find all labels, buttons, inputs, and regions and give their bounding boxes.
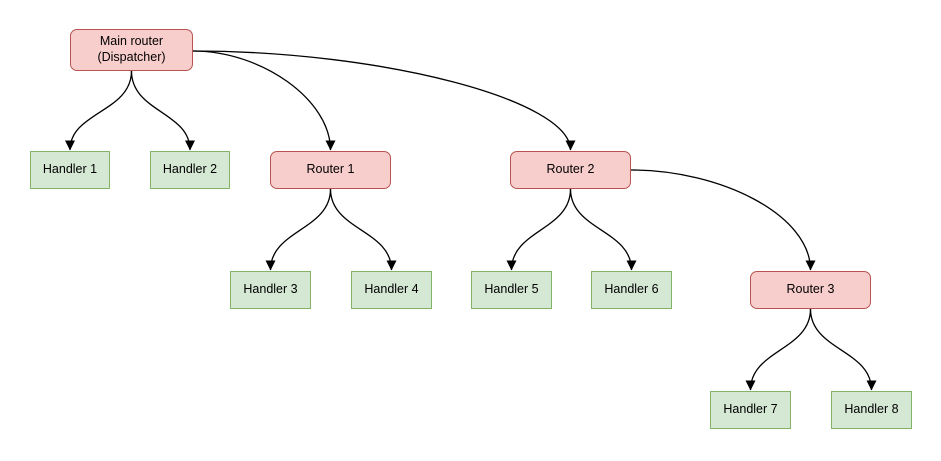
node-handler-2: Handler 2 <box>150 151 230 189</box>
node-handler-5: Handler 5 <box>471 271 552 309</box>
edge-main-router-to-router-1 <box>192 50 336 151</box>
node-handler-6: Handler 6 <box>591 271 672 309</box>
edge-router-2-to-handler-6 <box>569 188 637 271</box>
node-main-router: Main router (Dispatcher) <box>70 29 193 71</box>
node-handler-1: Handler 1 <box>30 151 110 189</box>
node-handler-8: Handler 8 <box>831 391 912 429</box>
edge-router-3-to-handler-7 <box>745 308 812 391</box>
node-router-3: Router 3 <box>750 271 871 309</box>
edge-main-router-to-handler-2 <box>130 70 195 151</box>
node-handler-4: Handler 4 <box>351 271 432 309</box>
edge-router-2-to-router-3 <box>630 169 816 271</box>
node-handler-7: Handler 7 <box>710 391 791 429</box>
node-handler-3: Handler 3 <box>230 271 311 309</box>
node-router-1: Router 1 <box>270 151 391 189</box>
edge-main-router-to-router-2 <box>192 50 576 151</box>
edge-router-2-to-handler-5 <box>506 188 572 271</box>
edge-router-3-to-handler-8 <box>809 308 877 391</box>
edge-main-router-to-handler-1 <box>65 70 133 151</box>
edge-router-1-to-handler-3 <box>265 188 332 271</box>
node-router-2: Router 2 <box>510 151 631 189</box>
edge-router-1-to-handler-4 <box>329 188 397 271</box>
